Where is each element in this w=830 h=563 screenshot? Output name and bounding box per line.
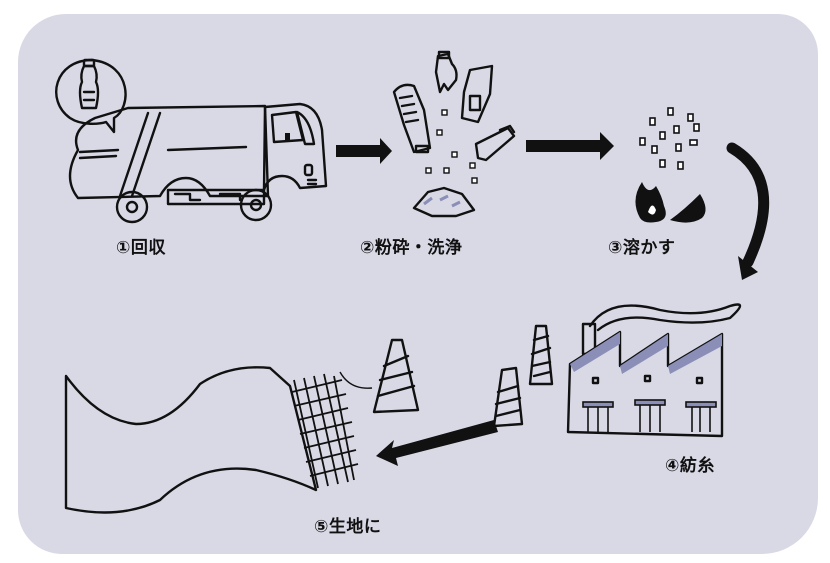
- step-3-label: ③溶かす: [608, 238, 676, 258]
- flow-arrow-2-to-3: [526, 132, 614, 160]
- garbage-truck-icon: [55, 58, 328, 224]
- flow-arrow-3-to-4: [726, 142, 770, 280]
- melting-flakes-fire-icon: [635, 107, 706, 223]
- step-5-label: ⑤生地に: [314, 517, 382, 537]
- flow-arrow-1-to-2: [336, 138, 392, 164]
- step-4-label: ④紡糸: [665, 456, 715, 476]
- factory-icon: [566, 303, 742, 438]
- diagram-background-panel: [18, 14, 818, 554]
- fabric-icon: [64, 366, 373, 514]
- yarn-cones-icon: [372, 324, 554, 428]
- flow-arrow-4-to-5: [376, 420, 498, 466]
- step-1-label: ①回収: [116, 238, 166, 258]
- step-2-label: ②粉砕・洗浄: [360, 238, 463, 258]
- crushed-bottles-icon: [392, 50, 516, 218]
